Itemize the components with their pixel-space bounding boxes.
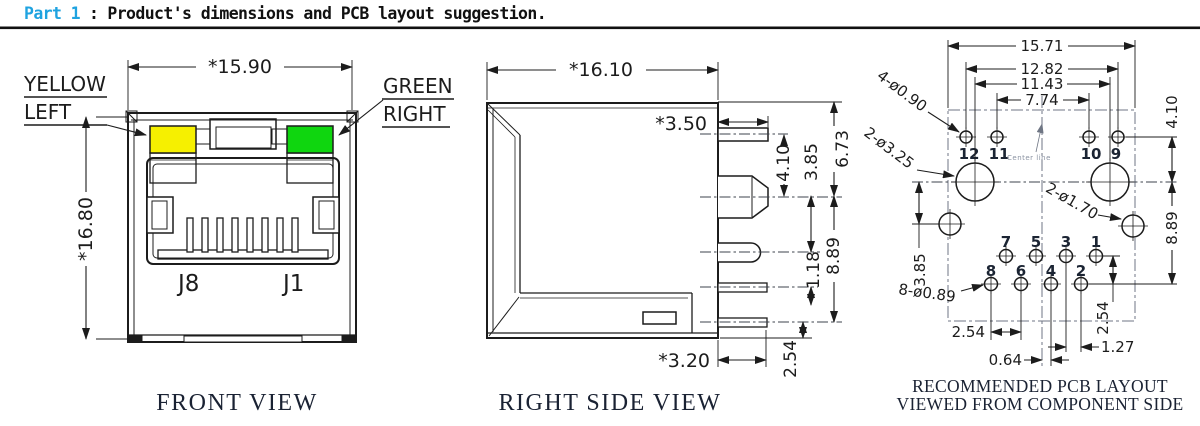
front-width-dim: *15.90 xyxy=(208,56,272,78)
pin-number-12: 12 xyxy=(959,145,980,163)
led-right-label-2: RIGHT xyxy=(383,102,446,126)
led-right-label-1: GREEN xyxy=(383,74,453,98)
pin-number-4: 4 xyxy=(1046,262,1056,280)
pcb-caption-line2: VIEWED FROM COMPONENT SIDE xyxy=(897,394,1184,414)
front-height-dim: *16.80 xyxy=(75,197,97,261)
pcb-dim-2-54-left: 2.54 xyxy=(952,323,985,341)
pin-number-8: 8 xyxy=(986,262,996,280)
pcb-dim-1-27: 1.27 xyxy=(1101,338,1134,356)
pin-number-2: 2 xyxy=(1076,262,1086,280)
side-dim-4-10: 4.10 xyxy=(774,144,794,182)
pcb-dim-11-43: 11.43 xyxy=(1021,75,1064,93)
front-view-dimensions: *15.90 *16.80 YELLOW LEFT GREEN RIGHT xyxy=(23,56,454,340)
pcb-dim-4-10: 4.10 xyxy=(1163,95,1181,128)
callout-signal-holes: 8-ø0.89 xyxy=(897,280,956,306)
pcb-dim-0-64: 0.64 xyxy=(989,351,1022,369)
pin-number-1: 1 xyxy=(1091,233,1101,251)
pcb-dim-8-89: 8.89 xyxy=(1163,211,1181,244)
callout-top-holes: 4-ø0.90 xyxy=(874,66,931,115)
jack-pin-left-label: J8 xyxy=(176,271,199,297)
led-left-label-1: YELLOW xyxy=(23,72,106,96)
front-view: *15.90 *16.80 YELLOW LEFT GREEN RIGHT J8… xyxy=(23,56,454,416)
led-yellow xyxy=(149,125,197,154)
jack-pin-right-label: J1 xyxy=(281,271,304,297)
pcb-holes xyxy=(935,127,1148,294)
pcb-right-dimensions: 4.10 8.89 2.54 1.27 0.64 2.54 xyxy=(911,95,1181,369)
pin-number-10: 10 xyxy=(1081,145,1102,163)
side-view-dimensions: *16.10 *3.50 4.10 3.85 6.73 1.18 8.89 2.… xyxy=(486,59,853,378)
centerline-label-arrow xyxy=(1035,123,1044,153)
led-left-label-2: LEFT xyxy=(24,100,72,124)
header-rule xyxy=(0,26,1200,30)
pin-number-3: 3 xyxy=(1061,233,1071,251)
part-label: Part 1 xyxy=(24,4,81,23)
pcb-top-dimensions: 15.71 12.82 11.43 7.74 xyxy=(947,37,1136,161)
header-title: Product's dimensions and PCB layout sugg… xyxy=(107,4,546,23)
side-depth-dim: *16.10 xyxy=(569,59,633,81)
callout-large-holes: 2-ø3.25 xyxy=(861,123,918,172)
pcb-caption-line1: RECOMMENDED PCB LAYOUT xyxy=(912,376,1168,396)
pcb-dim-2-54-right: 2.54 xyxy=(1094,301,1112,334)
front-view-caption: FRONT VIEW xyxy=(156,390,317,416)
side-tab-dim: *3.50 xyxy=(655,113,707,135)
pin-number-7: 7 xyxy=(1001,233,1011,251)
pcb-view: 12 11 10 9 7 5 3 1 8 6 4 2 15.71 12.82 xyxy=(861,37,1184,414)
side-dim-6-73: 6.73 xyxy=(833,130,853,168)
pcb-dim-3-85: 3.85 xyxy=(911,253,929,286)
side-pin-length-dim: *3.20 xyxy=(658,350,710,372)
side-dim-3-85: 3.85 xyxy=(802,143,822,181)
side-view-caption: RIGHT SIDE VIEW xyxy=(499,390,722,416)
pin-number-9: 9 xyxy=(1111,145,1121,163)
pin-number-6: 6 xyxy=(1016,262,1026,280)
centerline-label-text: Center line xyxy=(1007,154,1051,162)
front-view-linework xyxy=(125,110,359,343)
pcb-dim-7-74: 7.74 xyxy=(1025,91,1058,109)
pcb-dim-12-82: 12.82 xyxy=(1021,60,1064,78)
pin-number-5: 5 xyxy=(1031,233,1041,251)
led-green xyxy=(286,125,334,154)
header-text: Part 1: Product's dimensions and PCB layo… xyxy=(24,4,546,23)
side-dim-1-18: 1.18 xyxy=(804,251,824,289)
pcb-pin-numbers: 12 11 10 9 7 5 3 1 8 6 4 2 xyxy=(959,145,1122,280)
pcb-dim-15-71: 15.71 xyxy=(1021,37,1064,55)
side-view: *16.10 *3.50 4.10 3.85 6.73 1.18 8.89 2.… xyxy=(486,59,853,416)
side-dim-2-54: 2.54 xyxy=(781,340,801,378)
header-separator: : xyxy=(89,4,98,23)
pcb-centerline-label: Center line xyxy=(1007,123,1051,162)
pin-number-11: 11 xyxy=(989,145,1010,163)
side-view-linework xyxy=(486,101,842,339)
side-dim-8-89: 8.89 xyxy=(824,237,844,275)
header: Part 1: Product's dimensions and PCB layo… xyxy=(0,4,1200,30)
